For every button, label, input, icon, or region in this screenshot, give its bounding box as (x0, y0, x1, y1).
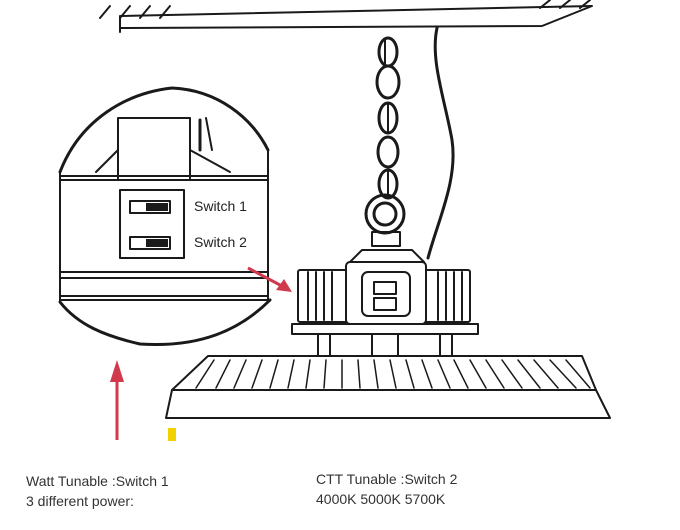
dip-switch-icon (119, 189, 185, 259)
switch-1-label: Switch 1 (194, 198, 247, 214)
chain-icon (364, 36, 406, 235)
ceiling-plate (99, 0, 593, 33)
heat-sink-fins (195, 359, 591, 389)
lamp-icon (165, 231, 611, 419)
ctt-values-caption: 4000K 5000K 5700K (316, 491, 446, 507)
magnifier-circle-icon (58, 86, 272, 347)
switch-2-label: Switch 2 (194, 234, 247, 250)
watt-power-caption: 3 different power: (26, 493, 134, 509)
arrow-icon (110, 266, 292, 440)
ctt-tunable-caption: CTT Tunable :Switch 2 (316, 471, 458, 487)
watt-tunable-caption: Watt Tunable :Switch 1 (26, 473, 169, 489)
power-cable (426, 26, 455, 260)
marker-tag (168, 428, 176, 441)
